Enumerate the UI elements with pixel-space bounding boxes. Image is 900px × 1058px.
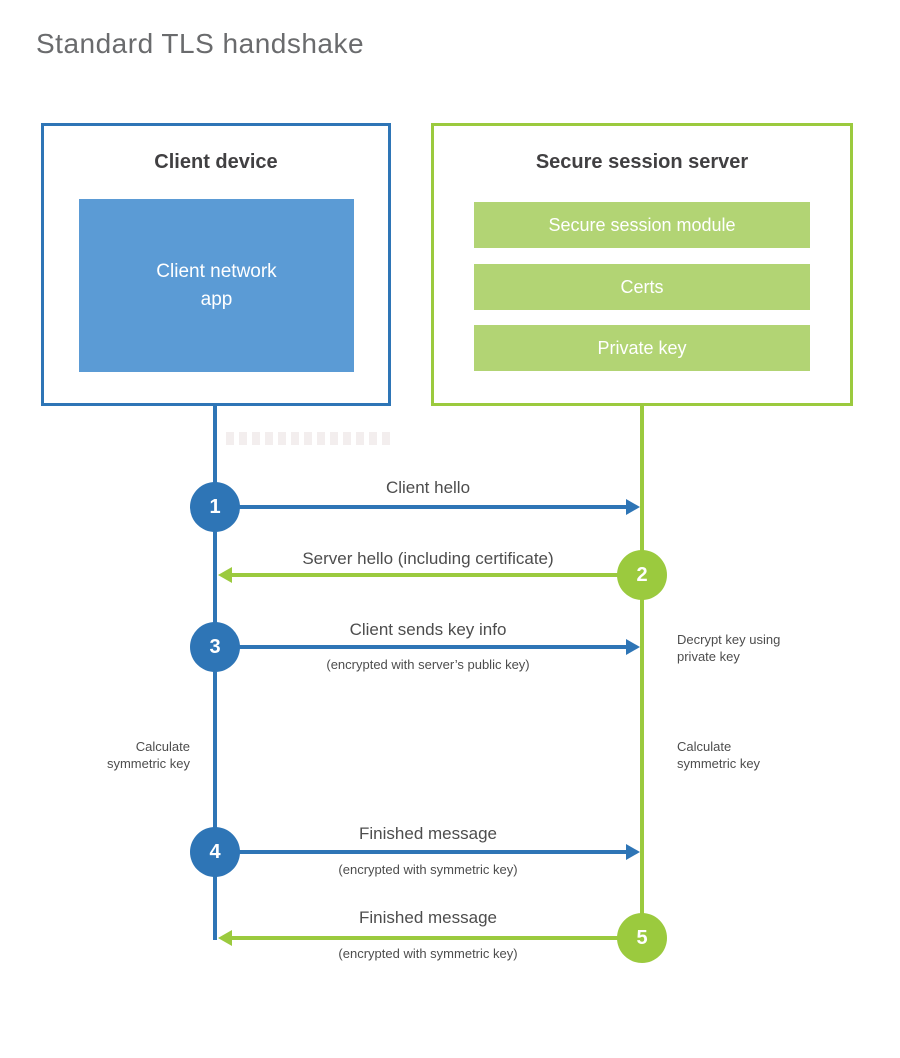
client-hello-arrow xyxy=(216,499,640,515)
finished-message-client-sub: (encrypted with symmetric key) xyxy=(338,862,518,877)
page-title: Standard TLS handshake xyxy=(36,28,365,59)
step-1-number: 1 xyxy=(209,495,221,518)
step-1-badge: 1 xyxy=(190,482,240,532)
step-5-number: 5 xyxy=(636,926,648,949)
finished-message-server-sub: (encrypted with symmetric key) xyxy=(338,946,518,961)
server-lifeline xyxy=(640,406,644,938)
client-lifeline xyxy=(213,406,217,940)
server-module-private-key: Private key xyxy=(474,325,810,371)
server-hello-label: Server hello (including certificate) xyxy=(302,549,554,568)
arrowhead-left-icon xyxy=(218,567,232,583)
decrypt-key-note: Decrypt key using private key xyxy=(677,632,781,664)
client-key-info-arrow xyxy=(216,639,640,655)
client-key-info-sub: (encrypted with server’s public key) xyxy=(326,657,530,672)
client-network-app-block: Client network app xyxy=(79,199,354,372)
finished-message-server-label: Finished message xyxy=(359,908,497,927)
step-3-badge: 3 xyxy=(190,622,240,672)
arrowhead-right-icon xyxy=(626,639,640,655)
client-key-info-label: Client sends key info xyxy=(349,620,507,639)
finished-message-client-label: Finished message xyxy=(359,824,497,843)
client-device-title: Client device xyxy=(154,151,278,173)
arrowhead-right-icon xyxy=(626,499,640,515)
calculate-symmetric-key-note-right: Calculate symmetric key xyxy=(677,739,761,771)
finished-message-server-arrow xyxy=(218,930,630,946)
finished-message-client-arrow xyxy=(216,844,640,860)
step-2-badge: 2 xyxy=(617,550,667,600)
secure-session-server-title: Secure session server xyxy=(535,151,749,173)
step-3-number: 3 xyxy=(209,635,221,658)
server-hello-arrow xyxy=(218,567,630,583)
step-5-badge: 5 xyxy=(617,913,667,963)
step-4-badge: 4 xyxy=(190,827,240,877)
faint-dashes-artifact xyxy=(226,432,392,445)
arrowhead-right-icon xyxy=(626,844,640,860)
server-module-secure-session: Secure session module xyxy=(474,202,810,248)
arrowhead-left-icon xyxy=(218,930,232,946)
calculate-symmetric-key-note-left: Calculate symmetric key xyxy=(106,739,190,771)
step-2-number: 2 xyxy=(636,563,648,586)
client-hello-label: Client hello xyxy=(385,478,471,497)
step-4-number: 4 xyxy=(209,840,221,863)
server-module-certs: Certs xyxy=(474,264,810,310)
